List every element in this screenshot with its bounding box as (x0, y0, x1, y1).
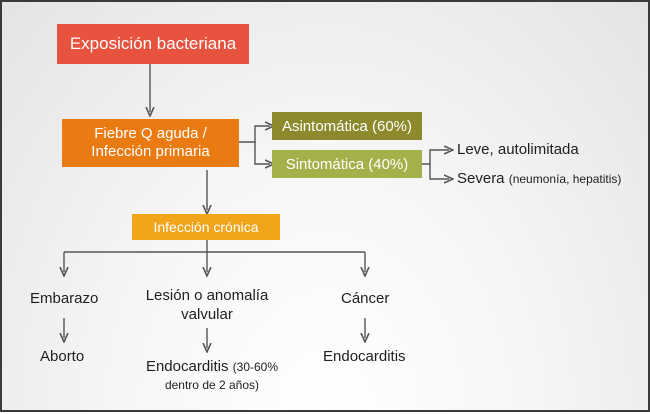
node-severe-label: Severa (457, 170, 505, 187)
node-abortion: Aborto (40, 348, 85, 365)
node-cancer: Cáncer (341, 290, 390, 307)
node-endocarditis-left: Endocarditis (30-60% dentro de 2 años) (122, 358, 302, 394)
arrow-acute-to-asymptomatic (239, 126, 270, 143)
node-acute-line1: Fiebre Q aguda / (94, 125, 207, 142)
arrow-symptomatic-to-mild (422, 150, 449, 165)
node-symptomatic: Sintomática (40%) (272, 150, 422, 178)
arrow-symptomatic-to-severe (429, 164, 449, 179)
node-pregnancy: Embarazo (30, 290, 99, 307)
node-endocarditis-left-label: Endocarditis (145, 358, 229, 375)
node-lesion-line2: valvular (181, 306, 233, 323)
node-endocarditis-detail-1: (30-60% (232, 360, 279, 374)
node-severe: Severa (neumonía, hepatitis) (457, 170, 621, 187)
node-asymptomatic: Asintomática (60%) (272, 112, 422, 140)
branch-line (64, 240, 365, 253)
node-exposure: Exposición bacteriana (57, 24, 249, 64)
arrow-acute-to-symptomatic (254, 142, 270, 164)
node-lesion-line1: Lesión o anomalía (145, 287, 269, 304)
node-mild: Leve, autolimitada (457, 141, 579, 158)
node-endocarditis-right: Endocarditis (323, 348, 406, 365)
node-lesion: Lesión o anomalía valvular (142, 286, 272, 324)
node-chronic: Infección crónica (132, 214, 280, 240)
node-acute-line2: Infección primaria (91, 143, 210, 160)
node-acute: Fiebre Q aguda / Infección primaria (62, 119, 239, 167)
node-severe-detail: (neumonía, hepatitis) (508, 172, 622, 186)
node-endocarditis-detail-2: dentro de 2 años) (164, 378, 260, 392)
